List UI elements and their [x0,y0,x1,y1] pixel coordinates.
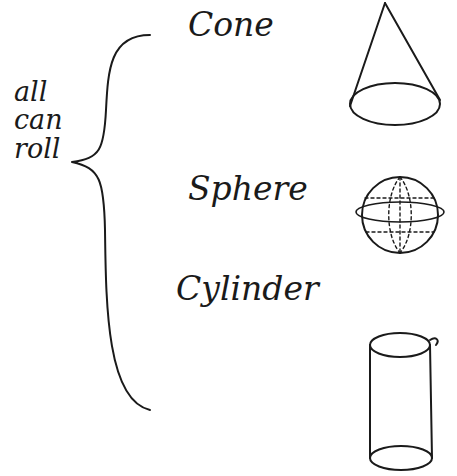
sphere-figure [356,177,444,253]
cylinder-figure [370,333,438,470]
note-text: all can roll [14,78,76,163]
shape-name: Cylinder [176,272,356,307]
shape-name: Cone [188,8,348,43]
curly-brace [72,35,150,410]
cone-figure [350,3,440,125]
shape-name: Sphere [188,172,348,207]
